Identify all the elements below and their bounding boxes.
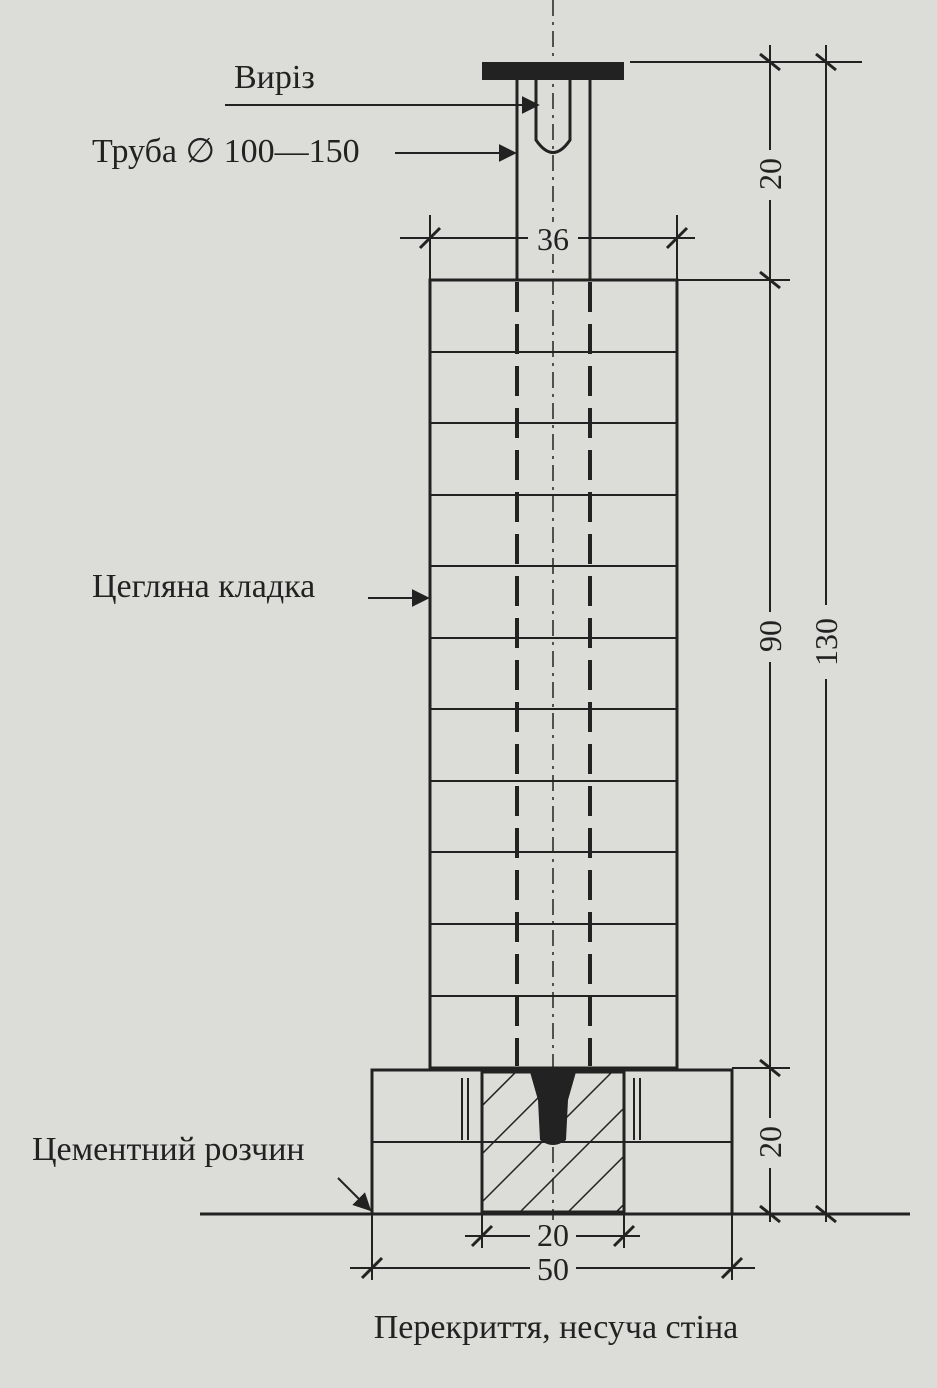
leader-cement — [337, 1177, 372, 1212]
dim-column-width: 36 — [537, 221, 569, 257]
label-cutout: Виріз — [234, 59, 315, 96]
dim-column-height: 90 — [752, 620, 788, 652]
dim-base-width: 50 — [537, 1251, 569, 1287]
label-pipe: Труба ∅ 100—150 — [92, 133, 360, 170]
base-block — [370, 1068, 734, 1216]
top-cap-plate — [482, 62, 624, 80]
pipe-seat — [530, 1072, 576, 1145]
dim-top-section: 20 — [752, 158, 788, 190]
label-brickwork: Цегляна кладка — [92, 568, 315, 605]
brick-column — [428, 278, 679, 1070]
dim-base-inner-width: 20 — [537, 1217, 569, 1253]
brick-column-outline — [428, 278, 679, 1070]
cutout-shape — [534, 80, 572, 154]
dim-total-height: 130 — [808, 618, 844, 666]
label-cement-mortar: Цементний розчин — [32, 1131, 305, 1168]
figure-caption: Перекриття, несуча стіна — [374, 1309, 739, 1346]
dim-base-height: 20 — [752, 1126, 788, 1158]
